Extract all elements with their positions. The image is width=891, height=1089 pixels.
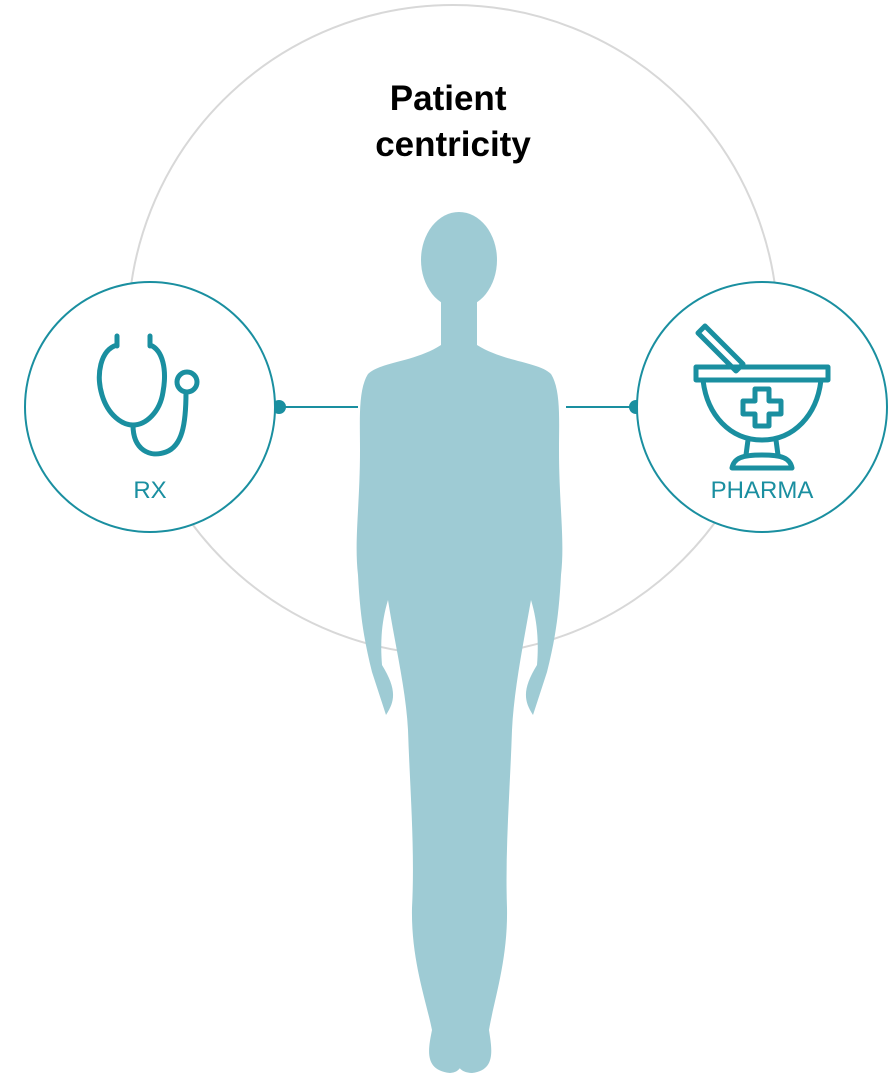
- diagram-title: Patient centricity: [375, 79, 531, 164]
- silhouette-head: [421, 212, 497, 308]
- rx-node: RX: [24, 281, 276, 533]
- silhouette-body: [356, 345, 563, 1073]
- rx-node-circle: [24, 281, 276, 533]
- title-line-2: centricity: [375, 125, 531, 164]
- pharma-label: PHARMA: [711, 477, 814, 504]
- rx-label: RX: [133, 477, 166, 504]
- title-line-1: Patient: [390, 79, 507, 118]
- mortar-pestle-icon: [693, 323, 831, 471]
- pharma-node-circle: [636, 281, 888, 533]
- connector-left: [272, 400, 358, 414]
- stethoscope-icon: [96, 333, 200, 457]
- connector-right: [566, 400, 643, 414]
- pharma-node: PHARMA: [636, 281, 888, 533]
- patient-silhouette: [356, 212, 563, 1073]
